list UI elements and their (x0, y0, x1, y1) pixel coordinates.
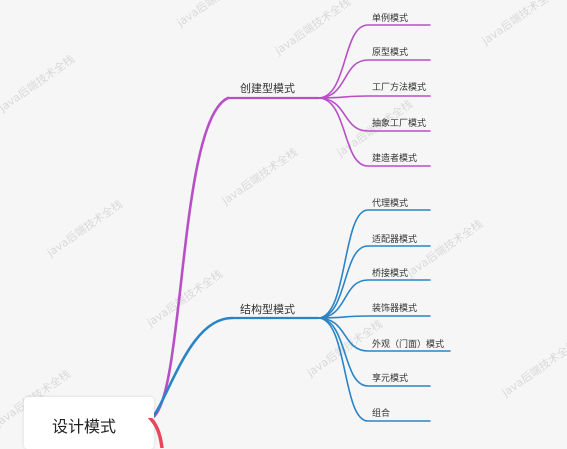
branch-label-creational[interactable]: 创建型模式 (240, 82, 295, 95)
mindmap-edges (150, 24, 451, 422)
leaf-bridge[interactable]: 桥接模式 (372, 269, 409, 279)
leaf-factory-method[interactable]: 工厂方法模式 (372, 83, 427, 93)
root-node[interactable] (24, 397, 154, 449)
root-accent-curve (148, 418, 164, 448)
edge-structural-leaf-0 (317, 209, 431, 319)
edge-structural-leaf-1 (317, 245, 431, 319)
leaf-flyweight[interactable]: 享元模式 (372, 374, 409, 384)
leaf-proxy[interactable]: 代理模式 (372, 199, 409, 209)
edge-structural-leaf-4 (317, 317, 451, 352)
edge-structural-leaf-3 (317, 315, 431, 319)
branch-label-structural[interactable]: 结构型模式 (240, 303, 295, 316)
edge-creational-leaf-4 (317, 97, 431, 167)
edge-creational-leaf-3 (317, 97, 431, 132)
edge-root-structural (150, 316, 234, 420)
leaf-builder[interactable]: 建造者模式 (372, 154, 418, 164)
leaf-composite[interactable]: 组合 (372, 409, 391, 419)
leaf-singleton[interactable]: 单例模式 (372, 14, 409, 24)
edge-creational-leaf-0 (317, 24, 431, 99)
leaf-facade[interactable]: 外观（门面）模式 (372, 340, 445, 350)
edge-structural-leaf-6 (317, 317, 431, 422)
edge-root-creational (150, 96, 230, 420)
root-label: 设计模式 (52, 417, 117, 436)
edge-creational-leaf-2 (317, 95, 431, 99)
edge-structural-leaf-2 (317, 279, 431, 319)
leaf-prototype[interactable]: 原型模式 (372, 48, 409, 58)
leaf-adapter[interactable]: 适配器模式 (372, 235, 418, 245)
edge-creational-leaf-1 (317, 59, 431, 99)
leaf-decorator[interactable]: 装饰器模式 (372, 304, 418, 314)
edge-structural-leaf-5 (317, 317, 431, 387)
leaf-abstract-factory[interactable]: 抽象工厂模式 (372, 119, 427, 129)
